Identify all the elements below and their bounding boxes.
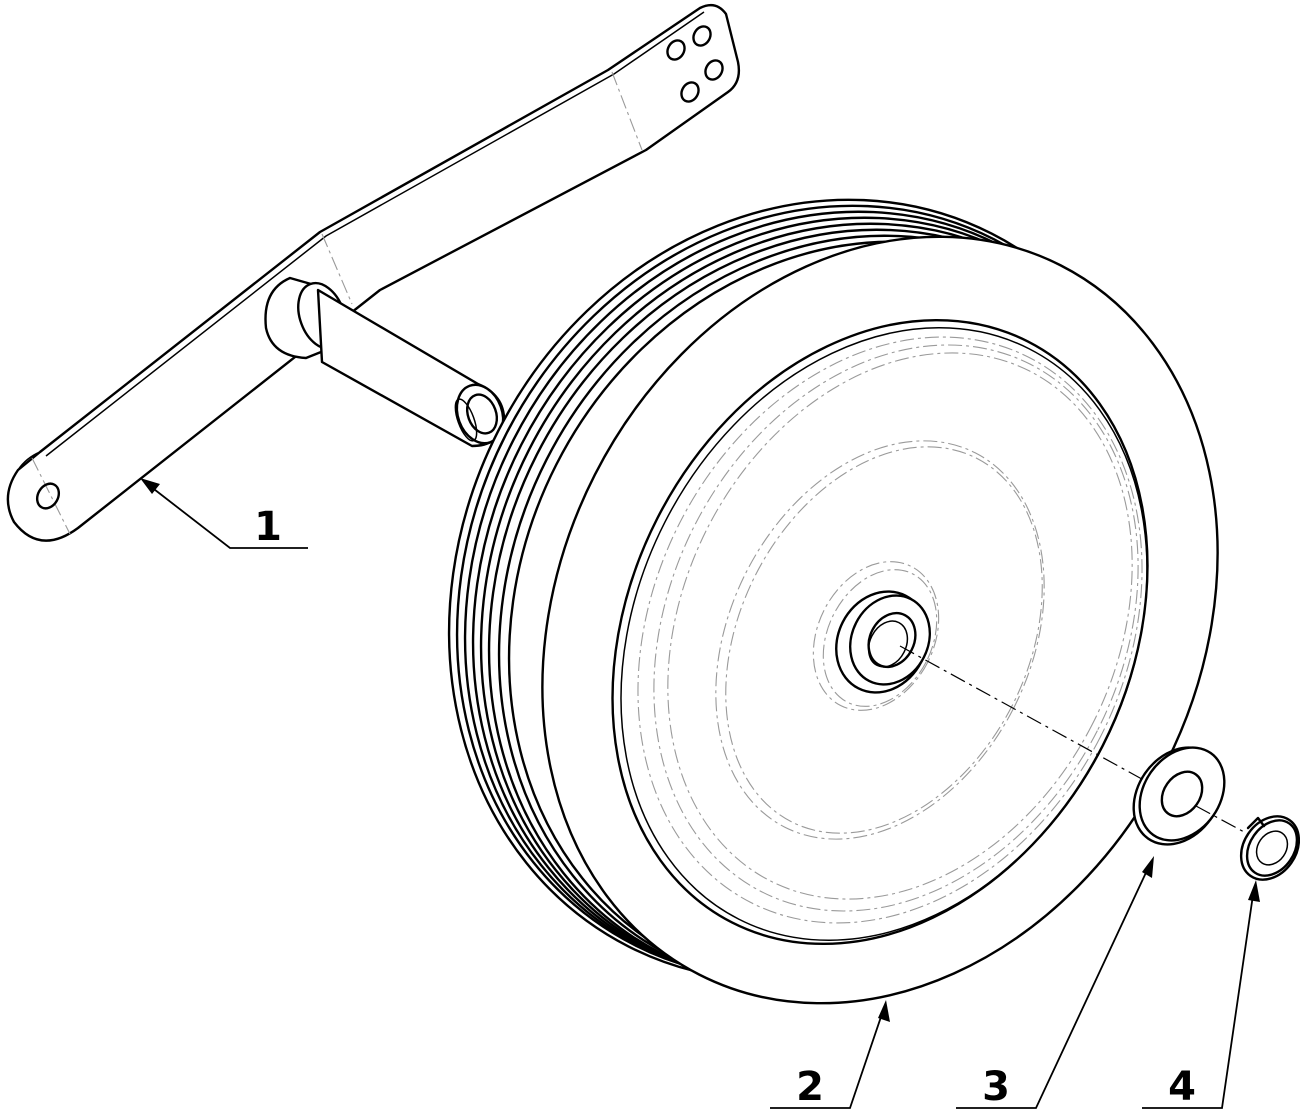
callout-label-4: 4: [1168, 1064, 1196, 1110]
wheel: [447, 198, 1219, 1005]
callout-4: 4: [1142, 880, 1260, 1110]
callout-1: 1: [140, 478, 308, 550]
callout-label-1: 1: [254, 504, 282, 550]
washer: [1132, 746, 1271, 847]
callout-2: 2: [770, 1000, 890, 1110]
retaining-clip: [1239, 815, 1300, 881]
callout-label-2: 2: [796, 1064, 824, 1110]
callout-label-3: 3: [982, 1064, 1010, 1110]
arm-bracket: [6, 3, 741, 542]
callout-3: 3: [956, 856, 1154, 1110]
